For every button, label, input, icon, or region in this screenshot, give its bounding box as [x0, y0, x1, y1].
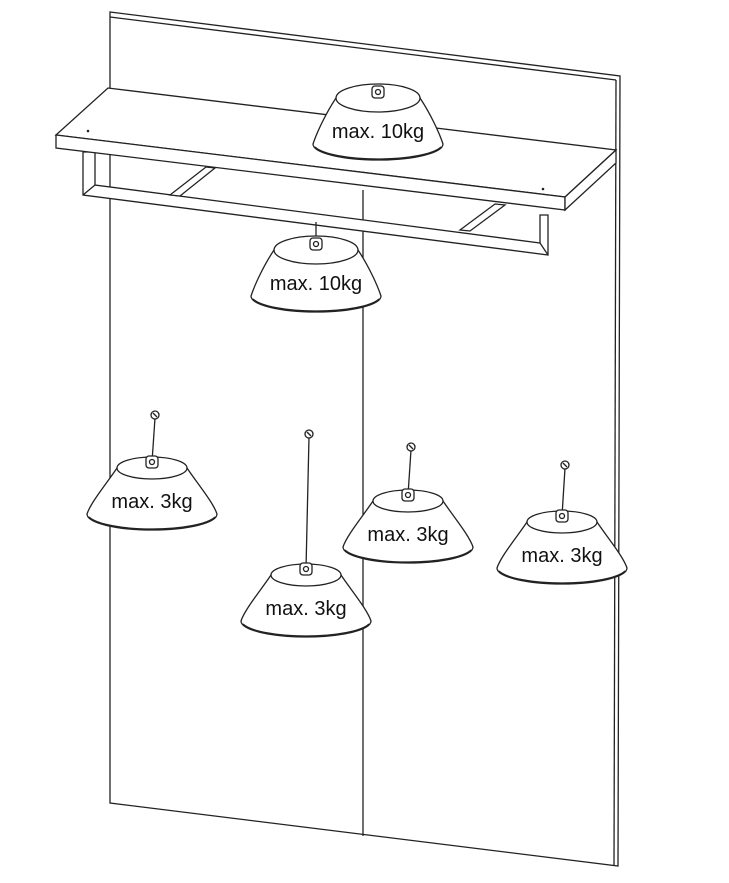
- weight-hook_2: max. 3kg: [240, 429, 372, 638]
- weight-hook_1: max. 3kg: [86, 410, 218, 531]
- hanging-line: [305, 436, 310, 570]
- weight-hook_4: max. 3kg: [496, 460, 628, 585]
- load-label: max. 3kg: [367, 524, 448, 546]
- weight-body: [496, 521, 628, 585]
- load-label: max. 10kg: [270, 273, 362, 295]
- weight-body: [240, 574, 372, 638]
- load-label: max. 3kg: [111, 491, 192, 513]
- weight-shelf: max. 10kg: [312, 83, 444, 161]
- eyelet-icon: [145, 455, 159, 469]
- eyelet-icon: [299, 562, 313, 576]
- load-label: max. 3kg: [265, 598, 346, 620]
- eyelet-icon: [309, 237, 323, 251]
- back-panel: [109, 11, 621, 867]
- brace-right: [458, 203, 507, 232]
- eyelet-icon: [555, 509, 569, 523]
- weight-body: [312, 97, 444, 161]
- weight-body: [86, 467, 218, 531]
- eyelet-icon: [401, 488, 415, 502]
- rail: [82, 151, 549, 256]
- load-label: max. 3kg: [521, 545, 602, 567]
- weight-body: [342, 500, 474, 564]
- weight-hook_3: max. 3kg: [342, 442, 474, 564]
- weight-body: [250, 249, 382, 313]
- eyelet-icon: [371, 85, 385, 99]
- hanging-line: [151, 417, 156, 463]
- hanging-line: [407, 449, 412, 496]
- load-label: max. 10kg: [332, 121, 424, 143]
- hanging-line: [561, 467, 566, 517]
- weight-rail: max. 10kg: [250, 222, 382, 313]
